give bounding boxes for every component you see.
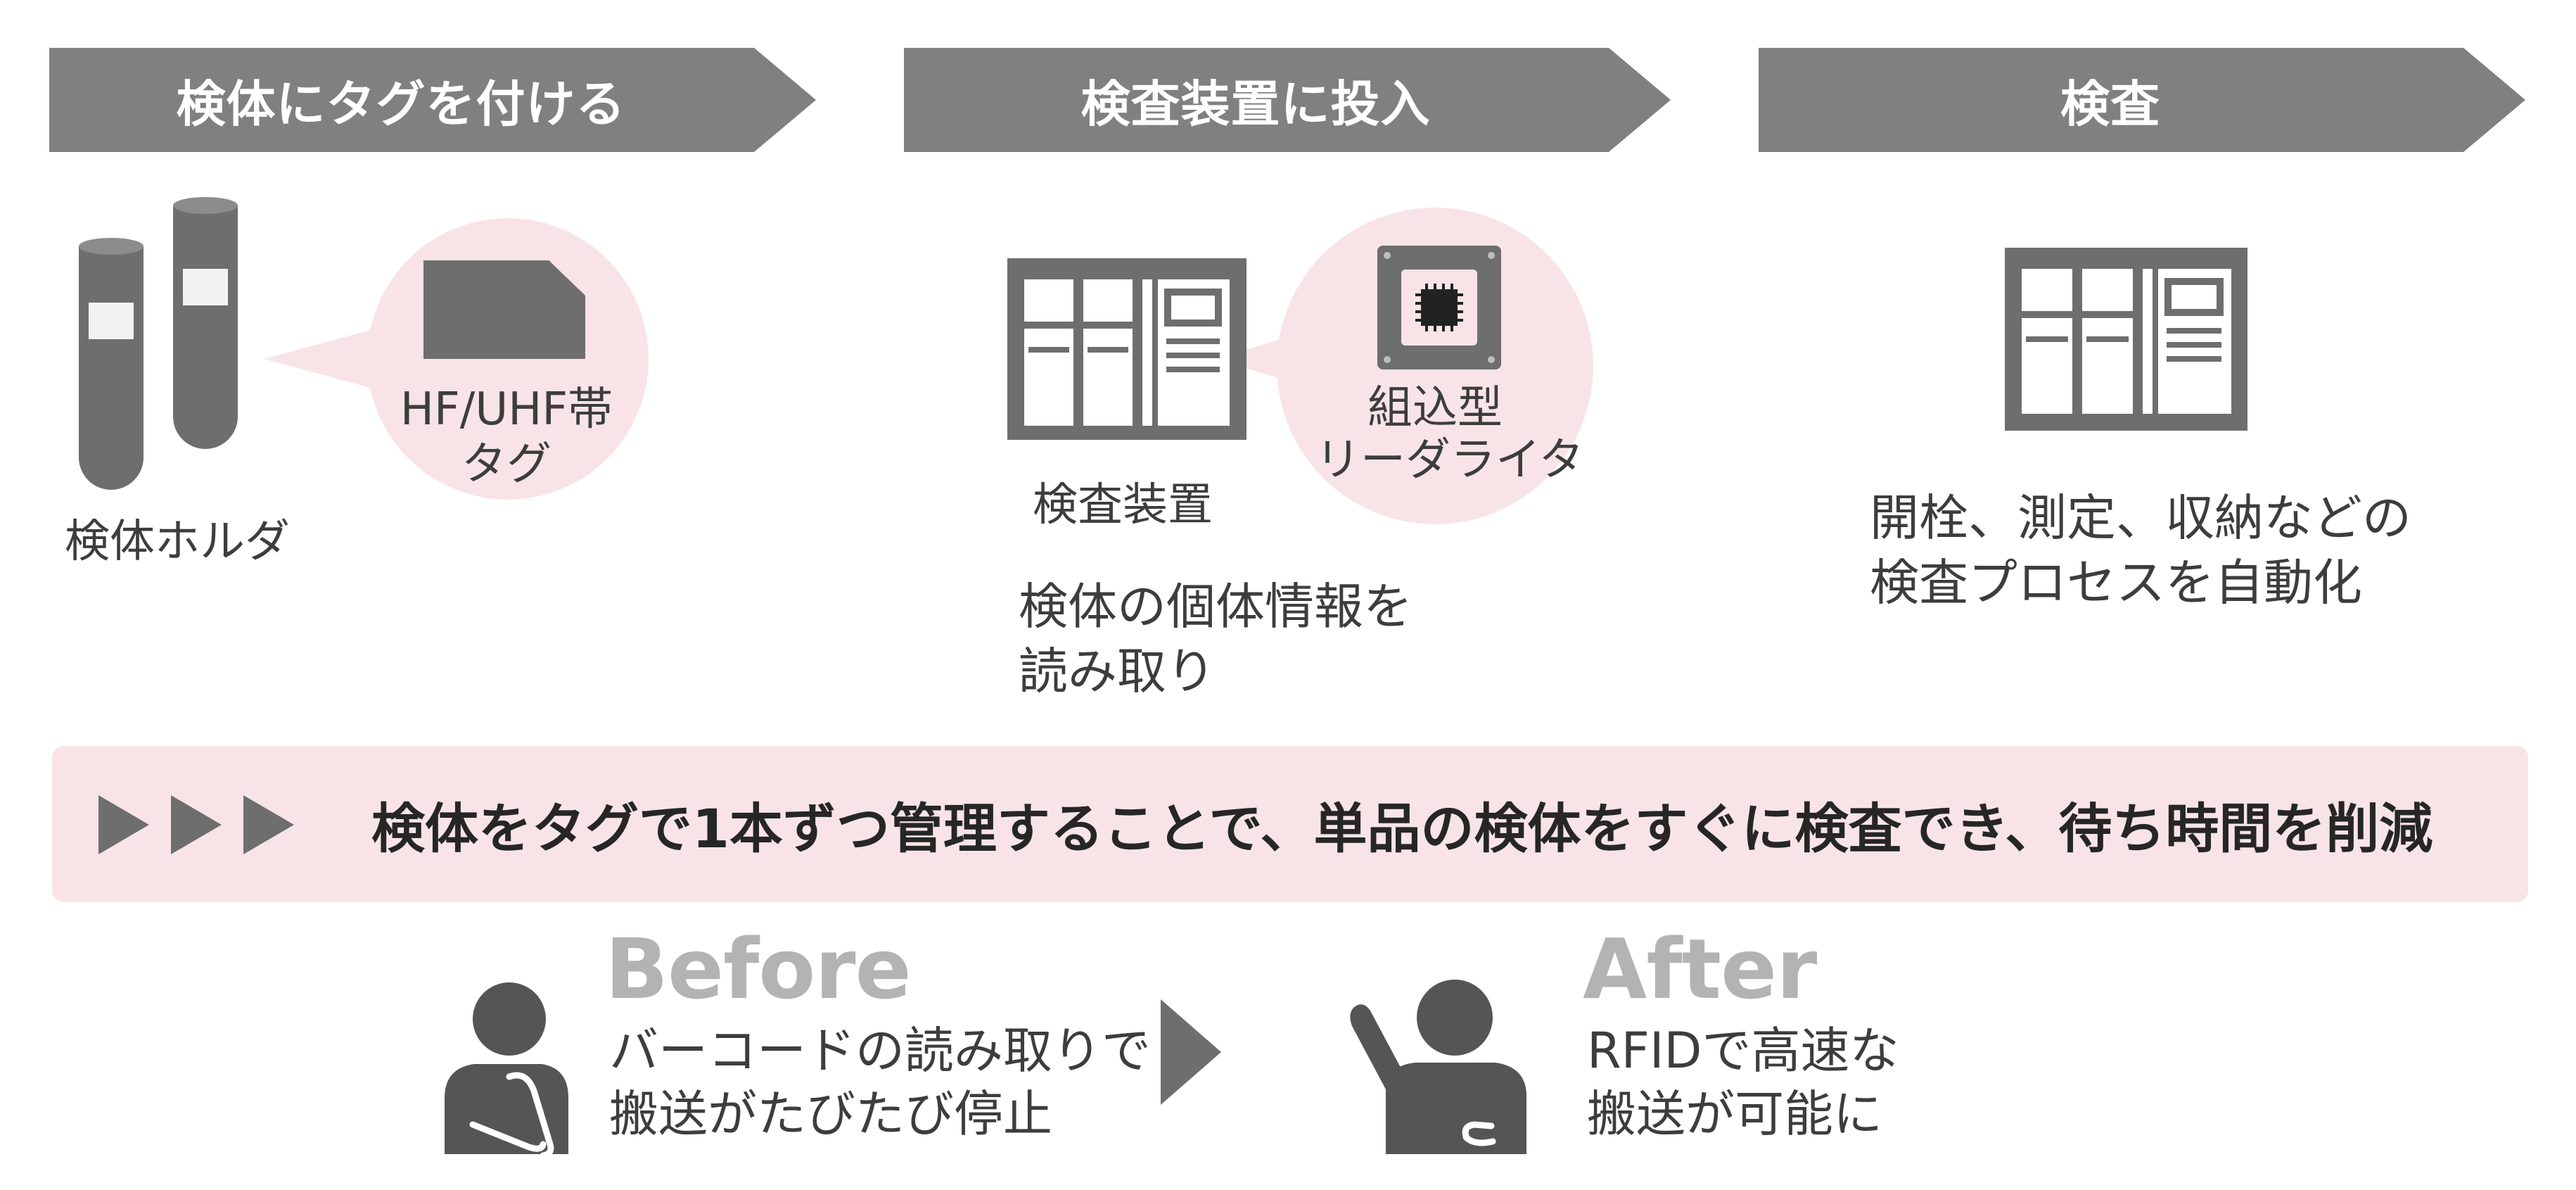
step-3-header: 検査: [1759, 48, 2525, 152]
after-line-1: RFIDで高速な: [1587, 1022, 1899, 1080]
summary-banner: [52, 746, 2528, 902]
before-line-2: 搬送がたびたび停止: [609, 1085, 1052, 1143]
step-3-label: 検査: [2060, 75, 2160, 133]
step-2-desc-line-1: 検体の個体情報を: [1019, 578, 1413, 635]
step-1-illustration: [79, 197, 649, 500]
analyzer-icon: [1007, 258, 1246, 440]
step-arrow-shape: [49, 48, 816, 152]
person-worried-icon: [445, 982, 568, 1154]
step-3-desc-line-2: 検査プロセスを自動化: [1870, 554, 2362, 612]
chip-icon: [1377, 246, 1501, 369]
person-happy-icon: [1350, 980, 1526, 1154]
summary-text: 検体をタグで1本ずつ管理することで、単品の検体をすぐに検査でき、待ち時間を削減: [371, 797, 2433, 860]
tag-icon: [423, 260, 585, 359]
step-arrow-shape: [1759, 48, 2525, 152]
test-tube-icon: [173, 197, 238, 449]
after-title: After: [1583, 920, 1817, 1018]
reader-bubble-line-2: リーダライタ: [1315, 434, 1584, 486]
device-label: 検査装置: [1033, 479, 1213, 531]
step-2-desc-line-2: 読み取り: [1019, 643, 1216, 700]
before-title: Before: [605, 920, 912, 1018]
triple-arrow-icon: [98, 795, 294, 854]
holder-label: 検体ホルダ: [65, 516, 290, 568]
step-1-label: 検体にタグを付ける: [176, 75, 626, 133]
before-line-1: バーコードの読み取りで: [609, 1022, 1151, 1080]
tag-bubble-line-1: HF/UHF帯: [400, 384, 613, 436]
step-2-header: 検査装置に投入: [904, 48, 1671, 152]
step-2-label: 検査装置に投入: [1080, 75, 1431, 133]
step-2-illustration: [1007, 208, 1593, 524]
reader-bubble-line-1: 組込型: [1367, 382, 1503, 434]
test-tube-icon: [79, 238, 144, 490]
play-arrow-icon: [1161, 999, 1221, 1105]
step-arrow-shape: [904, 48, 1671, 152]
after-line-2: 搬送が可能に: [1587, 1085, 1882, 1143]
analyzer-icon: [2005, 248, 2247, 431]
tag-bubble-line-2: タグ: [461, 438, 551, 490]
step-3-desc-line-1: 開栓、測定、収納などの: [1870, 489, 2411, 547]
step-1-header: 検体にタグを付ける: [49, 48, 816, 152]
